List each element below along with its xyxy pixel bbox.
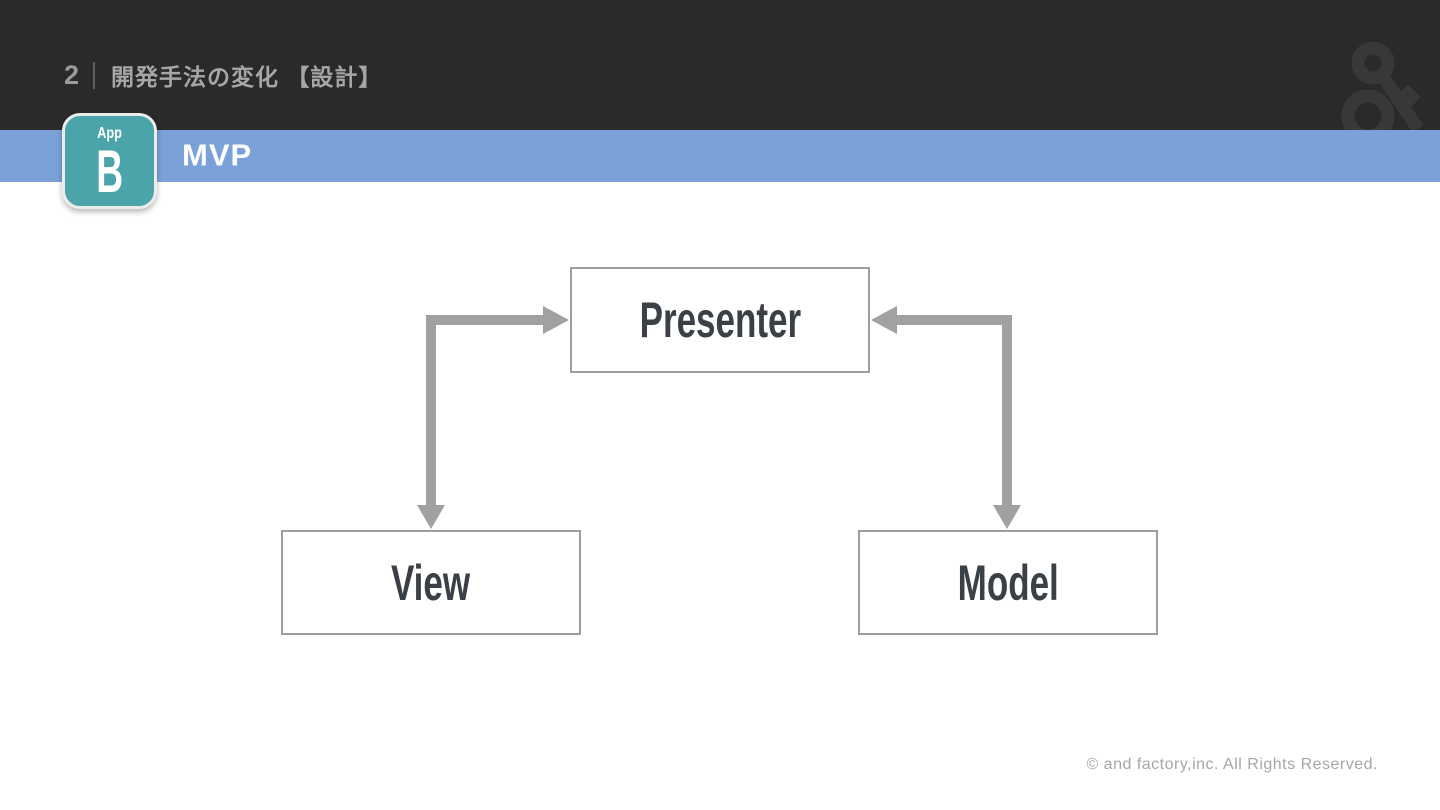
- node-model-label: Model: [957, 554, 1059, 611]
- section-title: MVP: [182, 137, 253, 173]
- page-title: 開発手法の変化 【設計】: [111, 64, 383, 90]
- header-text-group: 2 開発手法の変化 【設計】: [64, 58, 382, 92]
- node-model: Model: [858, 530, 1158, 635]
- header-divider: [93, 61, 96, 89]
- node-presenter: Presenter: [570, 267, 870, 373]
- badge-app-label: App: [97, 125, 122, 142]
- diagram-arrows: [417, 306, 1021, 529]
- section-band: MVP: [0, 130, 1440, 182]
- app-b-badge: App B: [62, 113, 157, 209]
- node-view: View: [281, 530, 581, 635]
- page-number: 2: [64, 60, 80, 90]
- copyright-text: © and factory,inc. All Rights Reserved.: [1086, 756, 1378, 773]
- arrow-view-presenter: [417, 306, 569, 529]
- mvp-diagram: Presenter View Model: [0, 182, 1440, 810]
- ampersand-logo-icon: [1341, 41, 1424, 130]
- arrow-model-presenter: [871, 306, 1021, 529]
- node-presenter-label: Presenter: [639, 292, 801, 348]
- badge-letter: B: [96, 138, 123, 205]
- slide-header: 2 開発手法の変化 【設計】: [0, 0, 1440, 130]
- node-view-label: View: [391, 554, 471, 611]
